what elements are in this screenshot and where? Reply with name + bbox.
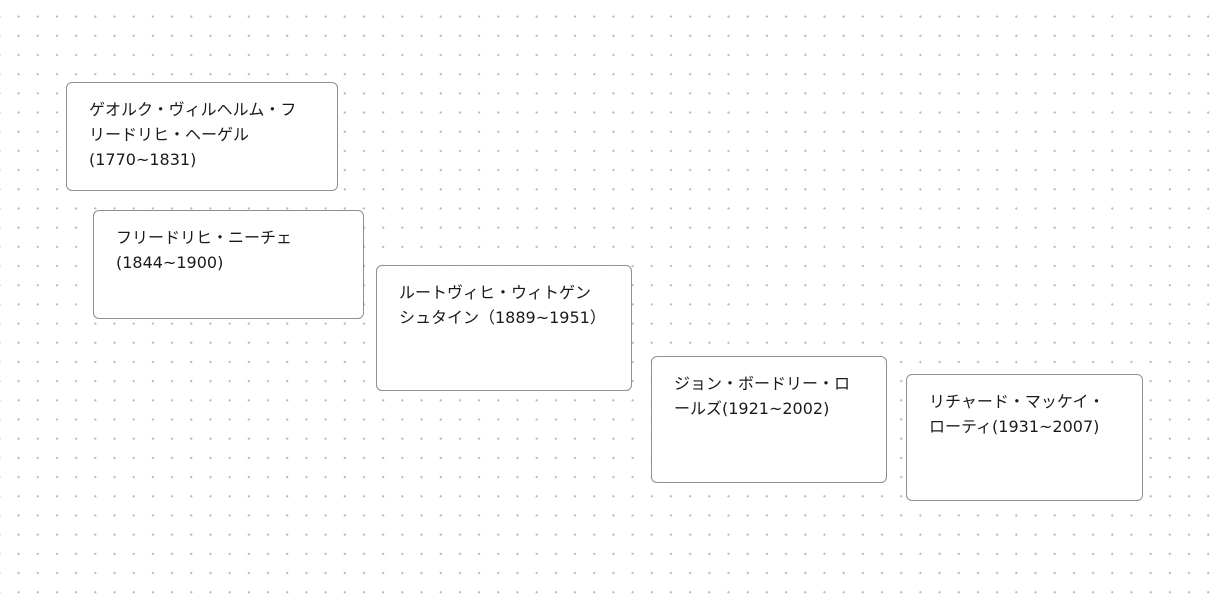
philosopher-card-wittgenstein[interactable]: ルートヴィヒ・ウィトゲン シュタイン（1889~1951） (376, 265, 632, 391)
philosopher-card-rorty[interactable]: リチャード・マッケイ・ ローティ(1931~2007) (906, 374, 1143, 501)
card-text: フリードリヒ・ニーチェ (1844~1900) (116, 228, 293, 272)
philosopher-card-nietzsche[interactable]: フリードリヒ・ニーチェ (1844~1900) (93, 210, 364, 319)
card-text: ルートヴィヒ・ウィトゲン シュタイン（1889~1951） (399, 283, 606, 327)
card-text: リチャード・マッケイ・ ローティ(1931~2007) (929, 392, 1105, 436)
card-text: ゲオルク・ヴィルヘルム・フ リードリヒ・ヘーゲル (1770~1831) (89, 100, 297, 169)
card-text: ジョン・ボードリー・ロ ールズ(1921~2002) (674, 374, 851, 418)
philosopher-card-hegel[interactable]: ゲオルク・ヴィルヘルム・フ リードリヒ・ヘーゲル (1770~1831) (66, 82, 338, 191)
philosopher-card-rawls[interactable]: ジョン・ボードリー・ロ ールズ(1921~2002) (651, 356, 887, 483)
